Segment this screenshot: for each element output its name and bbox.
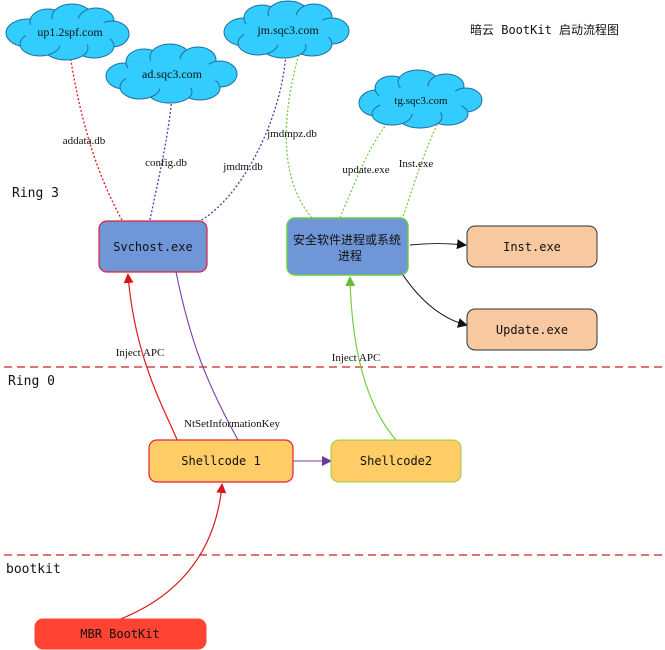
node-shellcode1-label: Shellcode 1 bbox=[181, 454, 260, 468]
bootkit-label: bootkit bbox=[6, 562, 61, 577]
edge-label-config: config.db bbox=[145, 157, 187, 169]
node-shellcode2: Shellcode2 bbox=[330, 439, 462, 483]
edge-label-update-exe: update.exe bbox=[342, 164, 389, 176]
node-security-label-line2: 进程 bbox=[338, 248, 362, 263]
edge-svchost-jm bbox=[197, 51, 287, 223]
ring0-label: Ring 0 bbox=[8, 374, 55, 389]
node-update-label: Update.exe bbox=[496, 323, 568, 337]
edge-shellcode1-svchost bbox=[123, 273, 179, 443]
node-mbr-bootkit: MBR BootKit bbox=[34, 618, 207, 650]
node-update-exe: Update.exe bbox=[466, 308, 598, 351]
edge-shellcode2-security bbox=[345, 276, 397, 441]
cloud-up1-label: up1.2spf.com bbox=[37, 25, 103, 39]
edge-svchost-shellcode1 bbox=[175, 271, 239, 441]
edge-label-inject-apc-left: Inject APC bbox=[116, 347, 165, 359]
node-inst-exe: Inst.exe bbox=[466, 225, 598, 268]
diagram-title: 暗云 BootKit 启动流程图 bbox=[470, 22, 619, 37]
edge-label-jmdm: jmdm.db bbox=[222, 161, 263, 173]
node-security-process: 安全软件进程或系统 进程 bbox=[286, 217, 409, 276]
node-shellcode1: Shellcode 1 bbox=[148, 439, 294, 483]
edge-security-tg-update bbox=[339, 117, 393, 219]
node-svchost-label: Svchost.exe bbox=[113, 240, 192, 254]
cloud-tg: tg.sqc3.com bbox=[358, 69, 483, 129]
node-security-label-line1: 安全软件进程或系统 bbox=[293, 232, 401, 247]
edge-label-inject-apc-right: Inject APC bbox=[332, 352, 381, 364]
edge-security-update bbox=[402, 274, 468, 328]
node-mbr-label: MBR BootKit bbox=[80, 627, 159, 641]
edge-svchost-ad bbox=[149, 96, 173, 221]
edge-label-jmdmpz: jmdmpz.db bbox=[266, 128, 317, 140]
cloud-ad: ad.sqc3.com bbox=[105, 43, 238, 104]
cloud-up1: up1.2spf.com bbox=[5, 3, 130, 61]
node-svchost: Svchost.exe bbox=[98, 220, 208, 273]
edge-security-inst bbox=[409, 239, 467, 250]
cloud-tg-label: tg.sqc3.com bbox=[394, 95, 448, 107]
cloud-ad-label: ad.sqc3.com bbox=[142, 67, 203, 81]
edge-label-addata: addata.db bbox=[63, 135, 106, 147]
edge-security-tg-inst bbox=[401, 117, 441, 221]
edge-svchost-up1 bbox=[69, 54, 123, 221]
edge-label-ntset: NtSetInformationKey bbox=[184, 418, 280, 430]
ring3-label: Ring 3 bbox=[12, 186, 59, 201]
cloud-jm-label: jm.sqc3.com bbox=[256, 23, 319, 37]
edge-security-jm bbox=[285, 49, 313, 219]
edge-mbr-shellcode1 bbox=[117, 483, 227, 621]
node-shellcode2-label: Shellcode2 bbox=[360, 454, 432, 468]
cloud-jm: jm.sqc3.com bbox=[223, 0, 350, 59]
node-inst-label: Inst.exe bbox=[503, 240, 561, 254]
edge-label-inst-exe: Inst.exe bbox=[399, 158, 434, 170]
